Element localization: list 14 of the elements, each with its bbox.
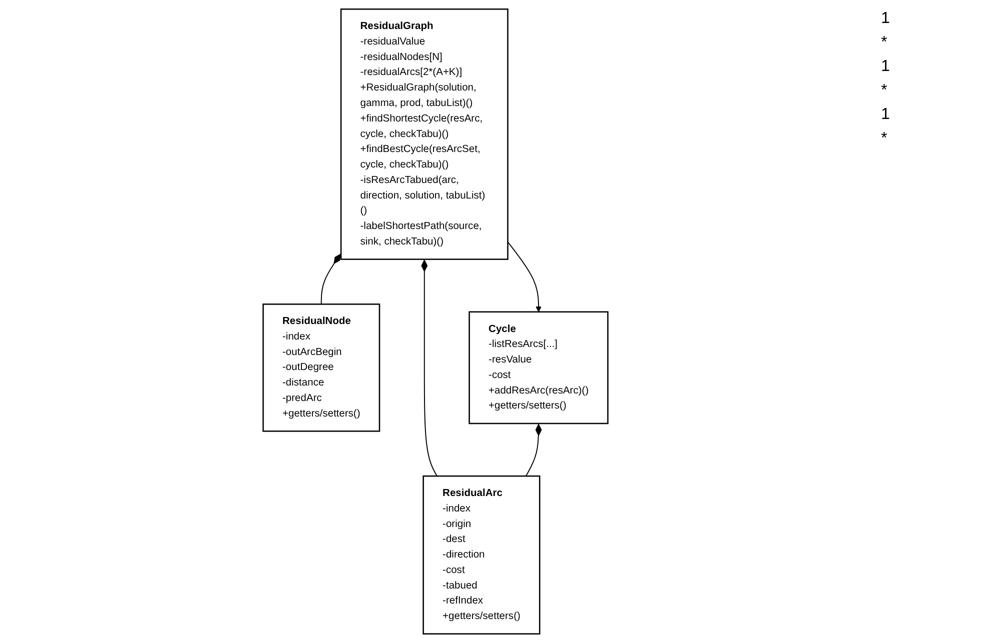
composition-line <box>525 423 542 477</box>
composition-line <box>320 253 342 305</box>
class-box: ResidualNode -index -outArcBegin -outDegree -distance -predArc +getters/setters() <box>262 304 380 432</box>
multiplicity-label: * <box>881 82 888 100</box>
class-box: Cycle -listResArcs[...] -resValue -cost +addResArc(resArc)() +getters/setters() <box>468 311 608 424</box>
multiplicity-label: 1 <box>881 10 891 28</box>
multiplicity-label: * <box>881 34 888 52</box>
association-arrow <box>507 241 542 312</box>
multiplicity-label: 1 <box>881 58 891 76</box>
multiplicity-label: 1 <box>881 106 891 124</box>
composition-line <box>421 258 438 477</box>
class-box: ResidualGraph -residualValue -residualNodes[N] -residualArcs[2*(A+K)] +ResidualGraph(solution, gamma, prod, tabuList)() +findShortestCycle(resArc, cycle, checkTabu)() +findBestCycle(resArcSet, cycle, checkTabu)() -isResArcTabued(arc, direction, solution, tabuList)() -labelShortestPath(source, sink, checkTabu)() <box>340 8 508 260</box>
multiplicity-label: * <box>881 130 888 148</box>
class-box: ResidualArc -index -origin -dest -direction -cost -tabued -refIndex +getters/setters() <box>422 475 540 635</box>
